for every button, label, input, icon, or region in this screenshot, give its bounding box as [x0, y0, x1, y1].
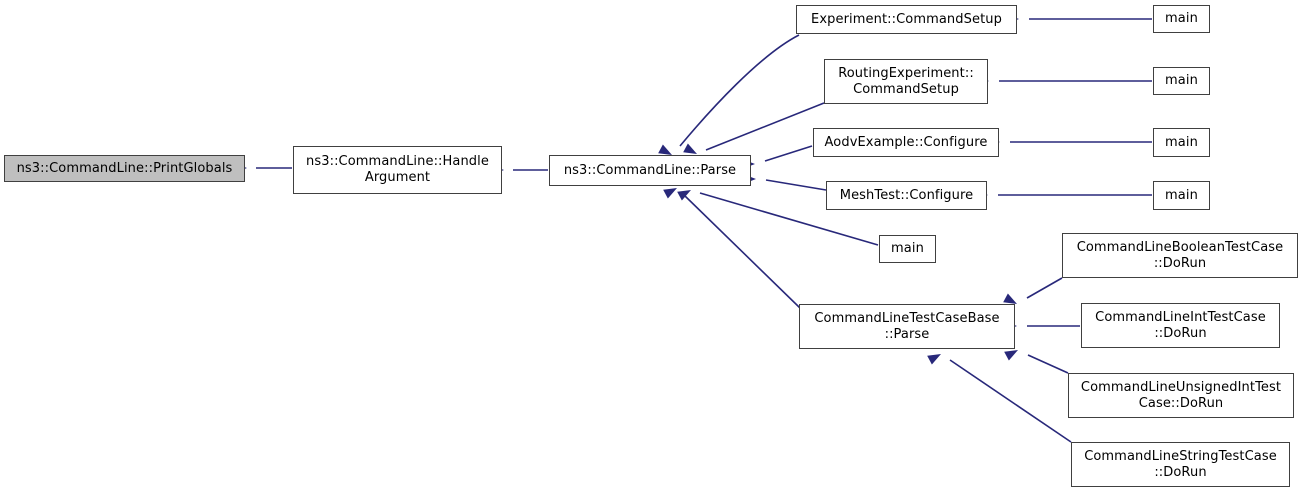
graph-node-label: main — [891, 241, 924, 257]
graph-node-main_3[interactable]: main — [1153, 128, 1210, 157]
graph-edge — [765, 179, 827, 191]
edge-arrowhead — [677, 190, 691, 201]
graph-node-main_center[interactable]: main — [879, 235, 936, 263]
graph-node-string_testcase_dorun[interactable]: CommandLineStringTestCase ::DoRun — [1071, 442, 1290, 487]
graph-node-print_globals[interactable]: ns3::CommandLine::PrintGlobals — [4, 155, 245, 182]
graph-node-label: main — [1165, 73, 1198, 89]
graph-node-mesh_configure[interactable]: MeshTest::Configure — [826, 181, 987, 210]
edge-arrowhead — [927, 354, 941, 365]
graph-node-label: CommandLineTestCaseBase ::Parse — [814, 310, 1000, 342]
graph-node-uint_testcase_dorun[interactable]: CommandLineUnsignedIntTest Case::DoRun — [1068, 373, 1294, 418]
edge-arrowhead — [683, 143, 697, 154]
graph-node-label: CommandLineBooleanTestCase ::DoRun — [1076, 239, 1284, 271]
graph-node-label: CommandLineIntTestCase ::DoRun — [1095, 309, 1266, 341]
graph-node-label: main — [1165, 187, 1198, 203]
graph-node-label: CommandLineUnsignedIntTest Case::DoRun — [1080, 379, 1282, 411]
edge-arrowhead — [663, 188, 677, 199]
graph-node-label: Experiment::CommandSetup — [811, 11, 1002, 27]
edge-arrowhead — [1003, 293, 1017, 304]
graph-node-routing_commandsetup[interactable]: RoutingExperiment:: CommandSetup — [824, 59, 988, 104]
graph-edge — [705, 102, 825, 151]
graph-node-experiment_commandsetup[interactable]: Experiment::CommandSetup — [796, 5, 1017, 34]
graph-node-label: CommandLineStringTestCase ::DoRun — [1084, 448, 1277, 480]
graph-edge — [683, 194, 801, 309]
graph-node-label: ns3::CommandLine::Parse — [563, 162, 737, 178]
edge-group — [234, 14, 1152, 443]
edge-arrowhead — [658, 144, 672, 155]
graph-edge — [949, 359, 1072, 443]
graph-node-cmdline_parse[interactable]: ns3::CommandLine::Parse — [549, 155, 751, 186]
graph-node-label: main — [1165, 134, 1198, 150]
graph-node-label: main — [1165, 11, 1198, 27]
graph-edge — [1026, 277, 1063, 299]
graph-node-testcasebase_parse[interactable]: CommandLineTestCaseBase ::Parse — [799, 304, 1015, 349]
edge-arrowhead — [1004, 350, 1018, 361]
graph-node-aodv_configure[interactable]: AodvExample::Configure — [813, 128, 999, 157]
graph-node-bool_testcase_dorun[interactable]: CommandLineBooleanTestCase ::DoRun — [1062, 233, 1298, 278]
graph-node-int_testcase_dorun[interactable]: CommandLineIntTestCase ::DoRun — [1081, 303, 1280, 348]
graph-node-label: ns3::CommandLine::Handle Argument — [306, 154, 489, 185]
graph-edge — [1027, 354, 1069, 374]
graph-node-label: MeshTest::Configure — [839, 187, 974, 203]
graph-node-main_4[interactable]: main — [1153, 181, 1210, 210]
graph-edge — [764, 145, 813, 162]
graph-node-label: ns3::CommandLine::PrintGlobals — [16, 160, 233, 176]
graph-edge — [699, 192, 879, 246]
graph-edge — [679, 34, 800, 147]
graph-node-label: AodvExample::Configure — [824, 134, 988, 150]
graph-node-handle_argument[interactable]: ns3::CommandLine::Handle Argument — [293, 146, 502, 194]
graph-node-main_1[interactable]: main — [1153, 5, 1210, 33]
graph-node-label: RoutingExperiment:: CommandSetup — [838, 65, 974, 97]
graph-node-main_2[interactable]: main — [1153, 67, 1210, 95]
